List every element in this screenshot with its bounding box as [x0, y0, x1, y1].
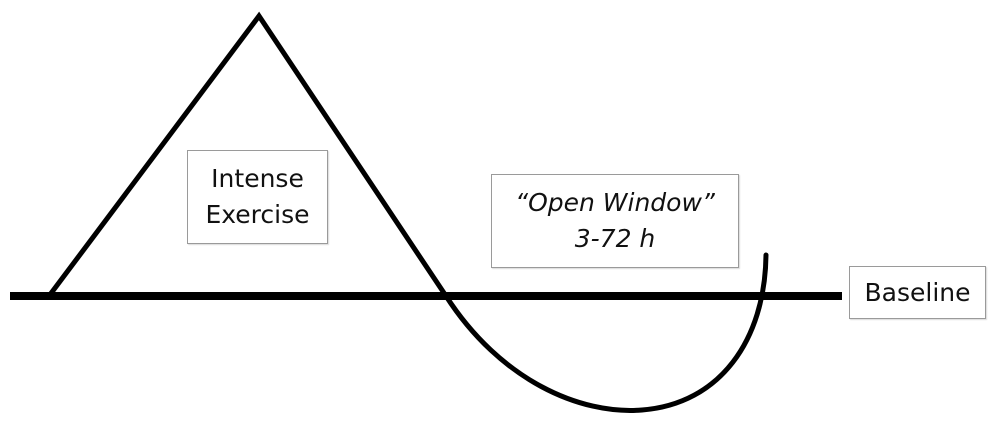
exercise-peak-curve — [46, 11, 449, 299]
baseline-label: Baseline — [849, 266, 986, 319]
baseline-label-text: Baseline — [864, 277, 971, 307]
open-window-line-1: “Open Window” — [515, 188, 715, 217]
open-window-line-2: 3-72 h — [574, 224, 656, 253]
intense-exercise-line-2: Exercise — [205, 200, 310, 229]
open-window-label: “Open Window” 3-72 h — [491, 174, 739, 268]
intense-exercise-label: Intense Exercise — [187, 150, 328, 244]
intense-exercise-line-1: Intense — [211, 164, 304, 193]
open-window-dip-curve — [443, 252, 769, 413]
